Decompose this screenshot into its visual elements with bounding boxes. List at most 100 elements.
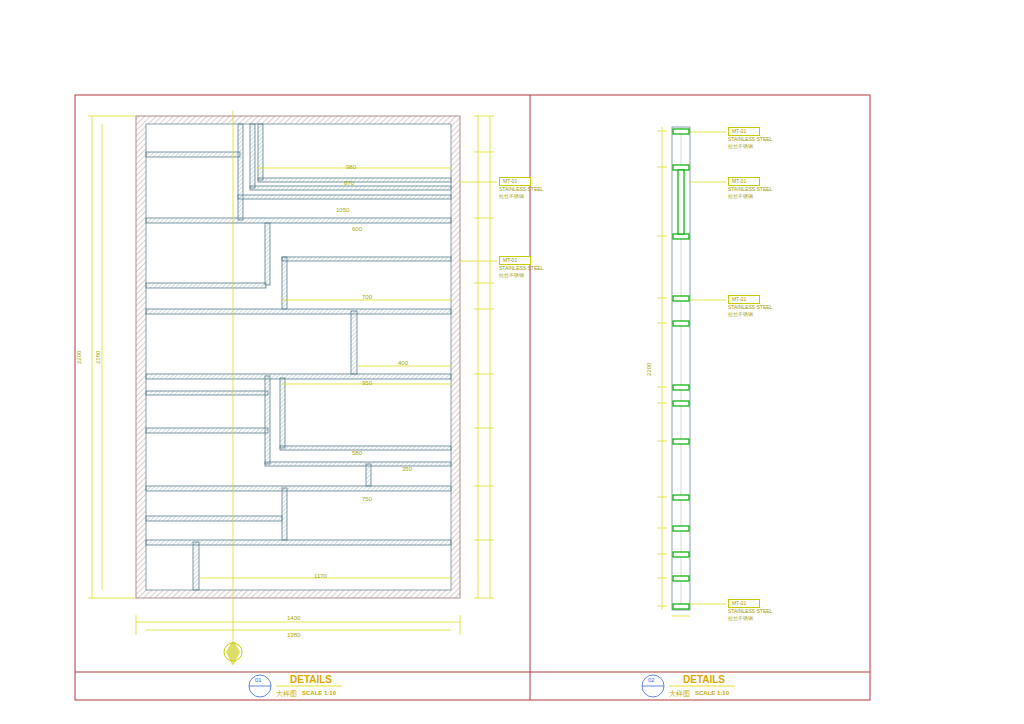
section-shelf [673,576,689,581]
dimension-text: 600 [352,226,362,232]
shelf-board [282,488,287,540]
dimension-tick [657,167,667,168]
dimension-tick [474,598,494,599]
dimension-text: 1050 [336,207,349,213]
dimension-text: 2180 [95,351,101,364]
title-text: 大样图 [276,690,297,697]
dimension-tick [474,374,494,375]
dimension-tick [474,428,494,429]
shelf-board [238,124,243,220]
shelf-board [265,462,451,466]
shelf-board [265,223,270,285]
dimension-text: 1400 [287,615,300,621]
dimension-tick [474,116,494,117]
section-shelf [673,604,689,609]
section-shelf [673,129,689,134]
shelf-board [250,124,255,188]
dimension-tick [657,497,667,498]
sheet-frame [75,95,870,700]
dimension-tick [657,236,667,237]
section-shelf [673,385,689,390]
section-shelf [673,234,689,239]
dimension-text: 350 [402,466,412,472]
dimension-tick [657,323,667,324]
callout-note: STAINLESS STEEL [728,187,772,192]
dimension-tick [657,606,667,607]
material-callout: MT-01STAINLESS STEEL拉丝不锈钢 [499,256,531,265]
dimension-text: 700 [362,294,372,300]
callout-note: STAINLESS STEEL [499,266,543,271]
shelf-board [146,540,451,545]
dimension-text: 1170 [314,573,327,579]
dimension-text: 2200 [76,351,82,364]
shelf-board [250,186,451,190]
dimension-text: 400 [398,360,408,366]
shelf-board [146,309,451,314]
callout-note: 拉丝不锈钢 [728,312,753,317]
shelf-board [146,428,268,433]
dimension-tick [474,283,494,284]
material-callout: MT-01STAINLESS STEEL拉丝不锈钢 [728,177,760,186]
title-text: 大样图 [669,690,690,697]
section-shelf [673,321,689,326]
material-callout: MT-01STAINLESS STEEL拉丝不锈钢 [499,177,531,186]
callout-note: STAINLESS STEEL [728,137,772,142]
dimension-text: 2200 [646,363,652,376]
shelf-board [366,464,371,486]
shelf-board [146,218,451,223]
section-shelf [673,296,689,301]
title-text: SCALE 1:10 [695,690,729,696]
dimension-tick [657,528,667,529]
dimension-tick [474,309,494,310]
title-text: 01 [255,677,262,683]
dimension-tick [657,554,667,555]
section-shelf [673,552,689,557]
callout-note: 拉丝不锈钢 [728,616,753,621]
dimension-text: 580 [352,450,362,456]
material-callout: MT-01STAINLESS STEEL拉丝不锈钢 [728,127,760,136]
shelf-board [258,124,263,180]
shelf-board [146,391,268,395]
shelf-board [351,311,357,374]
callout-code: MT-01 [732,179,756,184]
material-callout: MT-01STAINLESS STEEL拉丝不锈钢 [728,599,760,608]
shelf-board [282,257,451,261]
title-text: 02 [648,677,655,683]
shelf-board [146,152,240,157]
dimension-text: 980 [346,164,356,170]
shelf-board [280,378,285,448]
material-callout: MT-01STAINLESS STEEL拉丝不锈钢 [728,295,760,304]
dimension-lines [88,110,497,640]
section-shelf [673,495,689,500]
dimension-tick [657,387,667,388]
section-shelf [673,526,689,531]
dimension-text: 1380 [287,632,300,638]
section-shelf [673,401,689,406]
dimension-tick [657,298,667,299]
shelf-board [258,178,451,182]
callout-note: 拉丝不锈钢 [728,144,753,149]
dimension-tick [474,152,494,153]
dimension-text: 950 [362,380,372,386]
callout-note: 拉丝不锈钢 [499,273,524,278]
title-text: SCALE 1:10 [302,690,336,696]
section-shelf [673,165,689,170]
dimension-tick [474,218,494,219]
dimension-tick [657,578,667,579]
dimension-tick [657,403,667,404]
dimension-text: 870 [344,180,354,186]
callout-note: 拉丝不锈钢 [499,194,524,199]
dimension-text: 750 [362,496,372,502]
shelf-board [238,195,451,199]
section-shelf [673,439,689,444]
callout-note: STAINLESS STEEL [728,609,772,614]
shelf-board [146,486,451,491]
shelf-board [146,374,451,379]
callout-code: MT-01 [503,258,527,263]
callout-code: MT-01 [732,601,756,606]
dimension-tick [474,486,494,487]
title-text: DETAILS [683,675,725,685]
shelf-board [280,446,451,450]
title-bubbles [249,675,735,697]
